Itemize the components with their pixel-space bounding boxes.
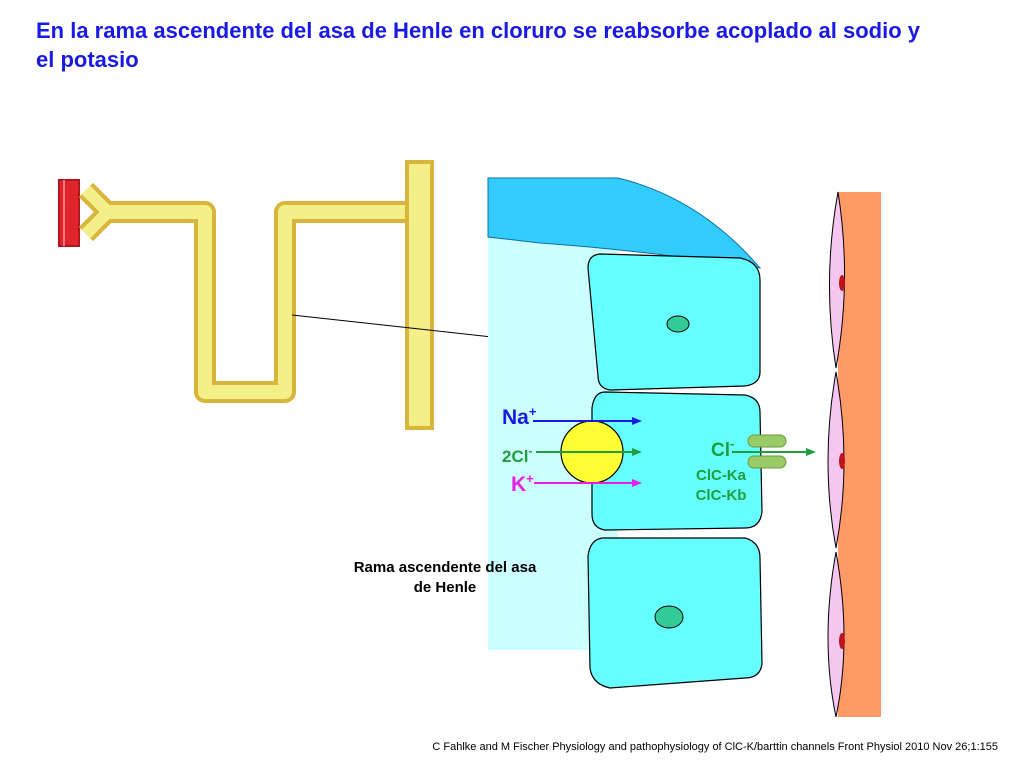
endothelial-cell-2 [827,371,845,549]
citation: C Fahlke and M Fischer Physiology and pa… [432,741,998,753]
epithelial-cell-middle [591,391,763,531]
cl-arrow-basolateral [732,448,816,456]
k-label: K+ [511,471,534,496]
apical-membrane [487,177,762,269]
cl2-label: 2Cl- [502,444,532,466]
na-label: Na+ [502,404,537,429]
clc-kb-label: ClC-Kb [696,487,747,504]
clc-kb-channel [747,455,787,469]
endothelial-nucleus-3 [839,633,845,649]
clc-ka-label: ClC-Ka [696,467,747,484]
interstitium [838,192,881,717]
segment-label-line2: de Henle [414,579,477,596]
tubule-section [487,177,763,689]
k-arrow [534,479,642,487]
nucleus-top [666,315,690,333]
nephron-tubule [78,160,434,430]
collecting-duct [405,160,434,430]
glomerulus-vessel [58,179,80,247]
slide-title: En la rama ascendente del asa de Henle e… [36,18,920,72]
nephron-schematic [58,160,529,430]
nucleus-bottom [654,605,684,629]
endothelial-cell-1 [829,191,845,369]
cl-arrow-apical [536,448,642,456]
capillary [827,191,881,718]
clc-ka-channel [747,434,787,448]
endothelial-cell-3 [827,551,845,718]
na-arrow [533,417,642,425]
endothelial-nucleus-2 [839,453,845,469]
cl-label: Cl- [711,436,734,461]
endothelial-nucleus-1 [839,275,845,291]
segment-label-line1: Rama ascendente del asa [354,559,537,576]
